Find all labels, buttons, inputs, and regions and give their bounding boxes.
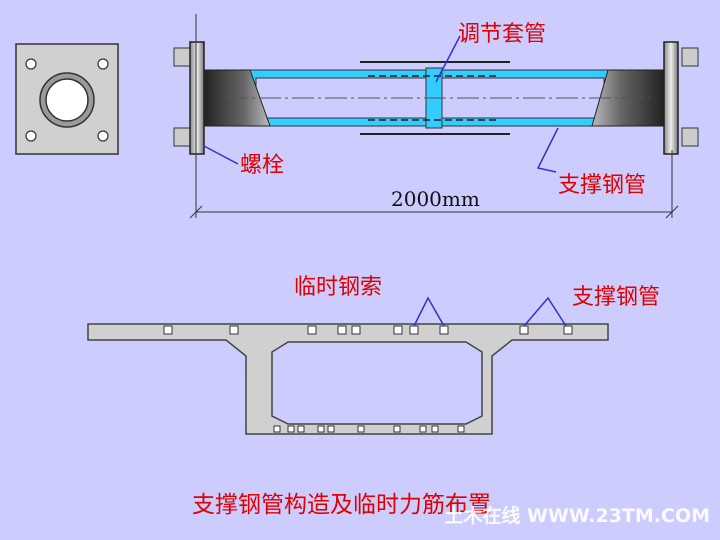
caption: 支撑钢管构造及临时力筋布置 xyxy=(192,492,491,518)
end-plate-view xyxy=(15,43,119,155)
label-temp-cable: 临时钢索 xyxy=(294,275,382,300)
dimension-length: 2000mm xyxy=(391,187,480,211)
label-adjusting-sleeve: 调节套管 xyxy=(458,22,546,47)
label-steel-pipe-bottom: 支撑钢管 xyxy=(572,285,660,310)
label-bolt: 螺栓 xyxy=(240,153,284,178)
label-steel-pipe-top: 支撑钢管 xyxy=(558,173,646,198)
support-pipe-elevation xyxy=(173,14,699,219)
watermark: 土木在线 WWW.23TM.COM xyxy=(444,504,710,527)
box-girder-section xyxy=(87,296,609,435)
